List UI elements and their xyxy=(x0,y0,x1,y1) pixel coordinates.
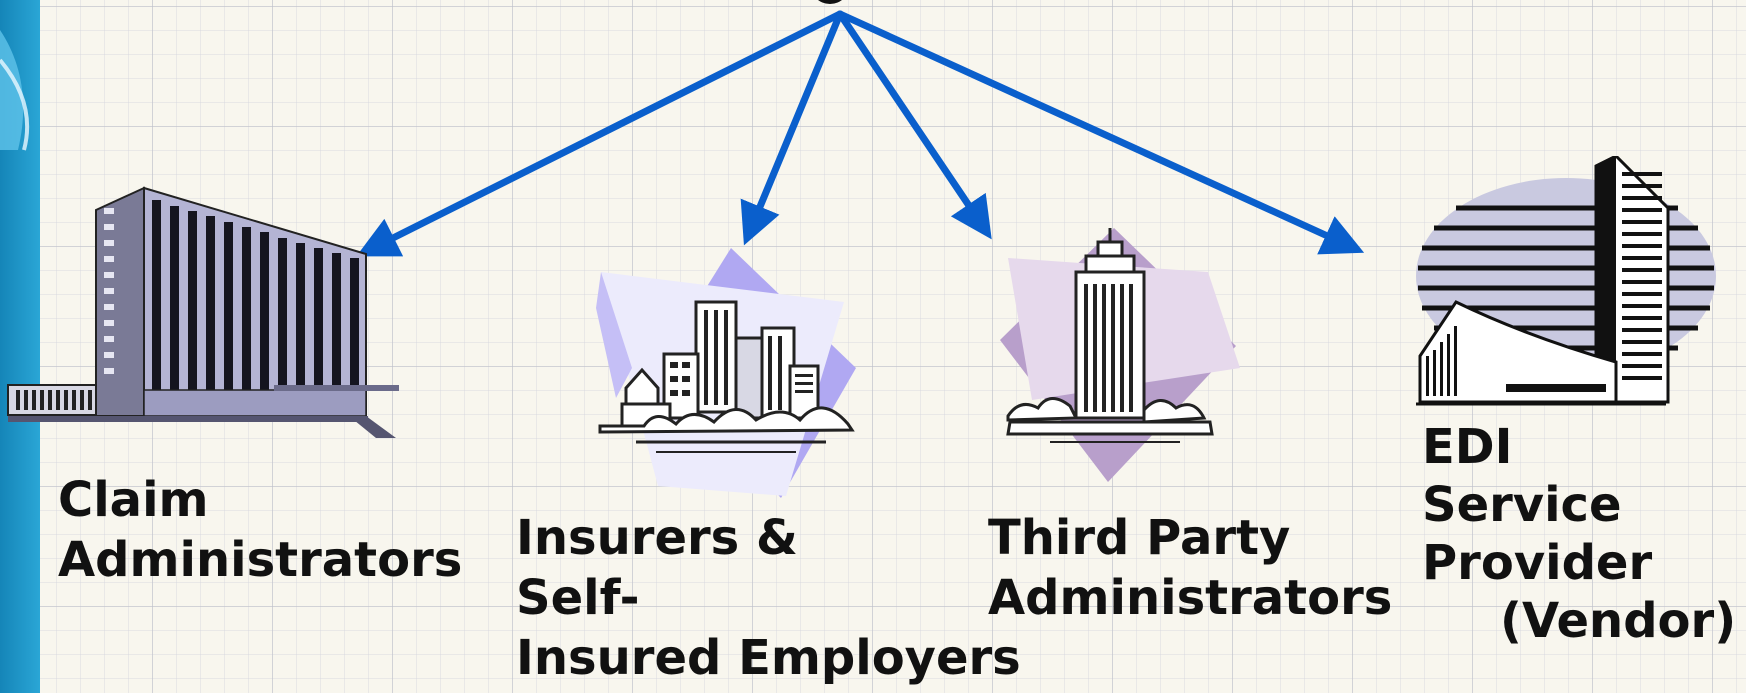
label-line: Administrators xyxy=(988,570,1393,626)
label-line: Claim xyxy=(58,472,209,528)
arrow-to-insurers xyxy=(740,10,844,246)
label-line: Service xyxy=(1422,477,1622,533)
corporate-campus-icon xyxy=(1416,156,1716,406)
arrow-to-third-party xyxy=(836,10,992,240)
label-insurers: Insurers & Self- Insured Employers xyxy=(516,508,1021,688)
label-edi: EDI Service Provider (Vendor) xyxy=(1422,418,1736,650)
label-line: Administrators xyxy=(58,532,463,588)
label-line: Provider xyxy=(1422,535,1653,591)
label-third-party: Third Party Administrators xyxy=(988,508,1392,628)
arrow-to-edi xyxy=(836,10,1365,255)
label-line: Self- xyxy=(516,570,640,626)
label-claim-administrators: Claim Administrators xyxy=(58,470,462,590)
label-line: Insured Employers xyxy=(516,630,1021,686)
label-line: EDI xyxy=(1422,419,1513,475)
label-line: Third Party xyxy=(988,510,1291,566)
skyscraper-icon xyxy=(1000,228,1240,482)
label-line: Insurers & xyxy=(516,510,798,566)
label-line: (Vendor) xyxy=(1500,593,1737,649)
city-skyline-icon xyxy=(596,248,856,498)
office-building-icon xyxy=(7,186,399,438)
side-decoration xyxy=(0,0,40,693)
arrow-to-claim-administrators xyxy=(356,10,844,257)
